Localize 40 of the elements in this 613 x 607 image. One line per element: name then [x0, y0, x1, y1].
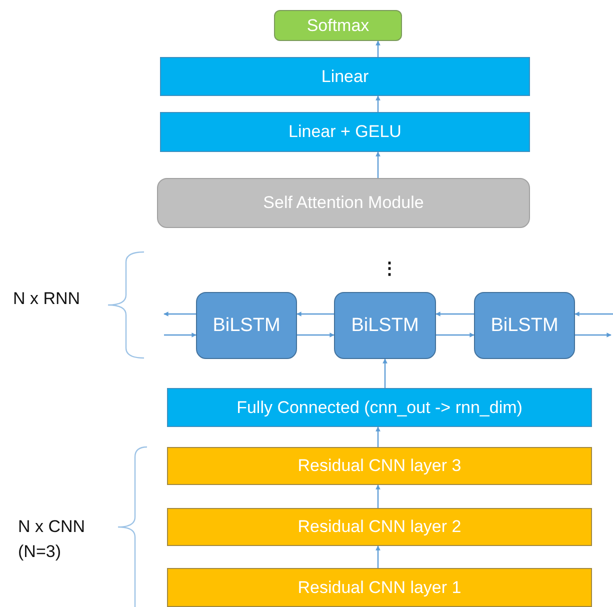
arrow [164, 312, 196, 316]
arrow [296, 312, 334, 316]
arrow [297, 332, 334, 338]
layer-box [167, 508, 592, 546]
group-label: N x CNN (N=3) [18, 516, 86, 563]
layer-box [160, 112, 530, 152]
rnn-cell-box [196, 292, 297, 359]
arrow [376, 484, 380, 508]
arrow [376, 96, 380, 112]
layer-label: Self Attention Module [263, 193, 424, 213]
layer-label: BiLSTM [212, 314, 280, 336]
layer-label: BiLSTM [490, 314, 558, 336]
arrow [376, 152, 380, 178]
vertical-ellipsis: ⋮ [381, 258, 398, 280]
arrow [574, 312, 613, 316]
layer-box [167, 447, 592, 485]
layer-box [167, 568, 592, 607]
layer-label: Residual CNN layer 2 [298, 517, 462, 537]
layer-box [167, 388, 592, 427]
arrow [436, 312, 474, 316]
layer-label: Linear + GELU [288, 122, 402, 142]
layer-box [160, 57, 530, 96]
layer-label: Fully Connected (cnn_out -> rnn_dim) [236, 398, 522, 418]
arrow [382, 358, 388, 388]
output-box [274, 10, 402, 41]
layer-label: Linear [321, 66, 369, 86]
module-box [157, 178, 530, 228]
group-label: N x RNN [13, 288, 80, 310]
rnn-cell-box [334, 292, 436, 359]
arrow [376, 40, 380, 57]
layer-label: Residual CNN layer 1 [298, 578, 462, 598]
rnn-cell-box [474, 292, 575, 359]
arrow [575, 332, 612, 338]
arrow [376, 426, 380, 447]
arrow [436, 332, 474, 338]
layer-label: Residual CNN layer 3 [298, 456, 462, 476]
arrow [164, 332, 196, 338]
layer-label: BiLSTM [351, 314, 419, 336]
layer-label: Softmax [306, 16, 370, 36]
arrow [376, 546, 380, 568]
